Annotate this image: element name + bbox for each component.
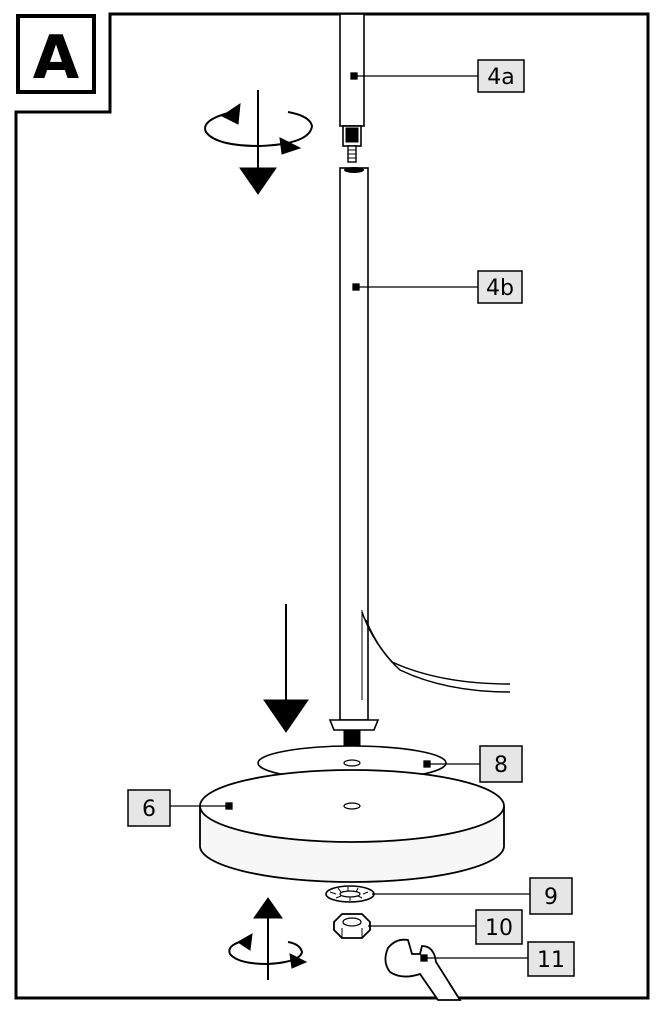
callout-8: 8	[479, 745, 523, 783]
down-arrow-icon	[239, 90, 277, 195]
callout-4a-text: 4a	[487, 65, 514, 90]
callout-11: 11	[527, 941, 575, 977]
callout-9: 9	[529, 877, 573, 915]
callout-8-text: 8	[494, 753, 508, 778]
upper-pole	[339, 13, 365, 163]
callout-4b: 4b	[477, 270, 523, 304]
washer	[325, 885, 375, 903]
callout-4b-text: 4b	[486, 276, 514, 301]
callout-10: 10	[475, 909, 523, 945]
leader-lines	[168, 72, 532, 962]
callout-6: 6	[127, 789, 171, 827]
weighted-base	[199, 769, 505, 883]
hex-nut	[333, 913, 371, 939]
panel-letter: A	[33, 23, 80, 93]
rotate-arrow-icon	[204, 102, 314, 155]
lower-pole	[339, 167, 369, 721]
callout-10-text: 10	[485, 916, 513, 941]
down-arrow-icon	[263, 604, 309, 733]
diagram-frame	[14, 12, 650, 1000]
callout-4a: 4a	[477, 59, 525, 93]
callout-9-text: 9	[544, 885, 558, 910]
panel-letter-box: A	[16, 14, 96, 94]
callout-6-text: 6	[142, 797, 156, 822]
power-cable	[361, 611, 511, 693]
wrench-icon	[384, 938, 462, 1001]
up-arrow-icon	[253, 897, 283, 980]
callout-11-text: 11	[537, 948, 565, 973]
rotate-arrow-icon	[228, 933, 308, 969]
